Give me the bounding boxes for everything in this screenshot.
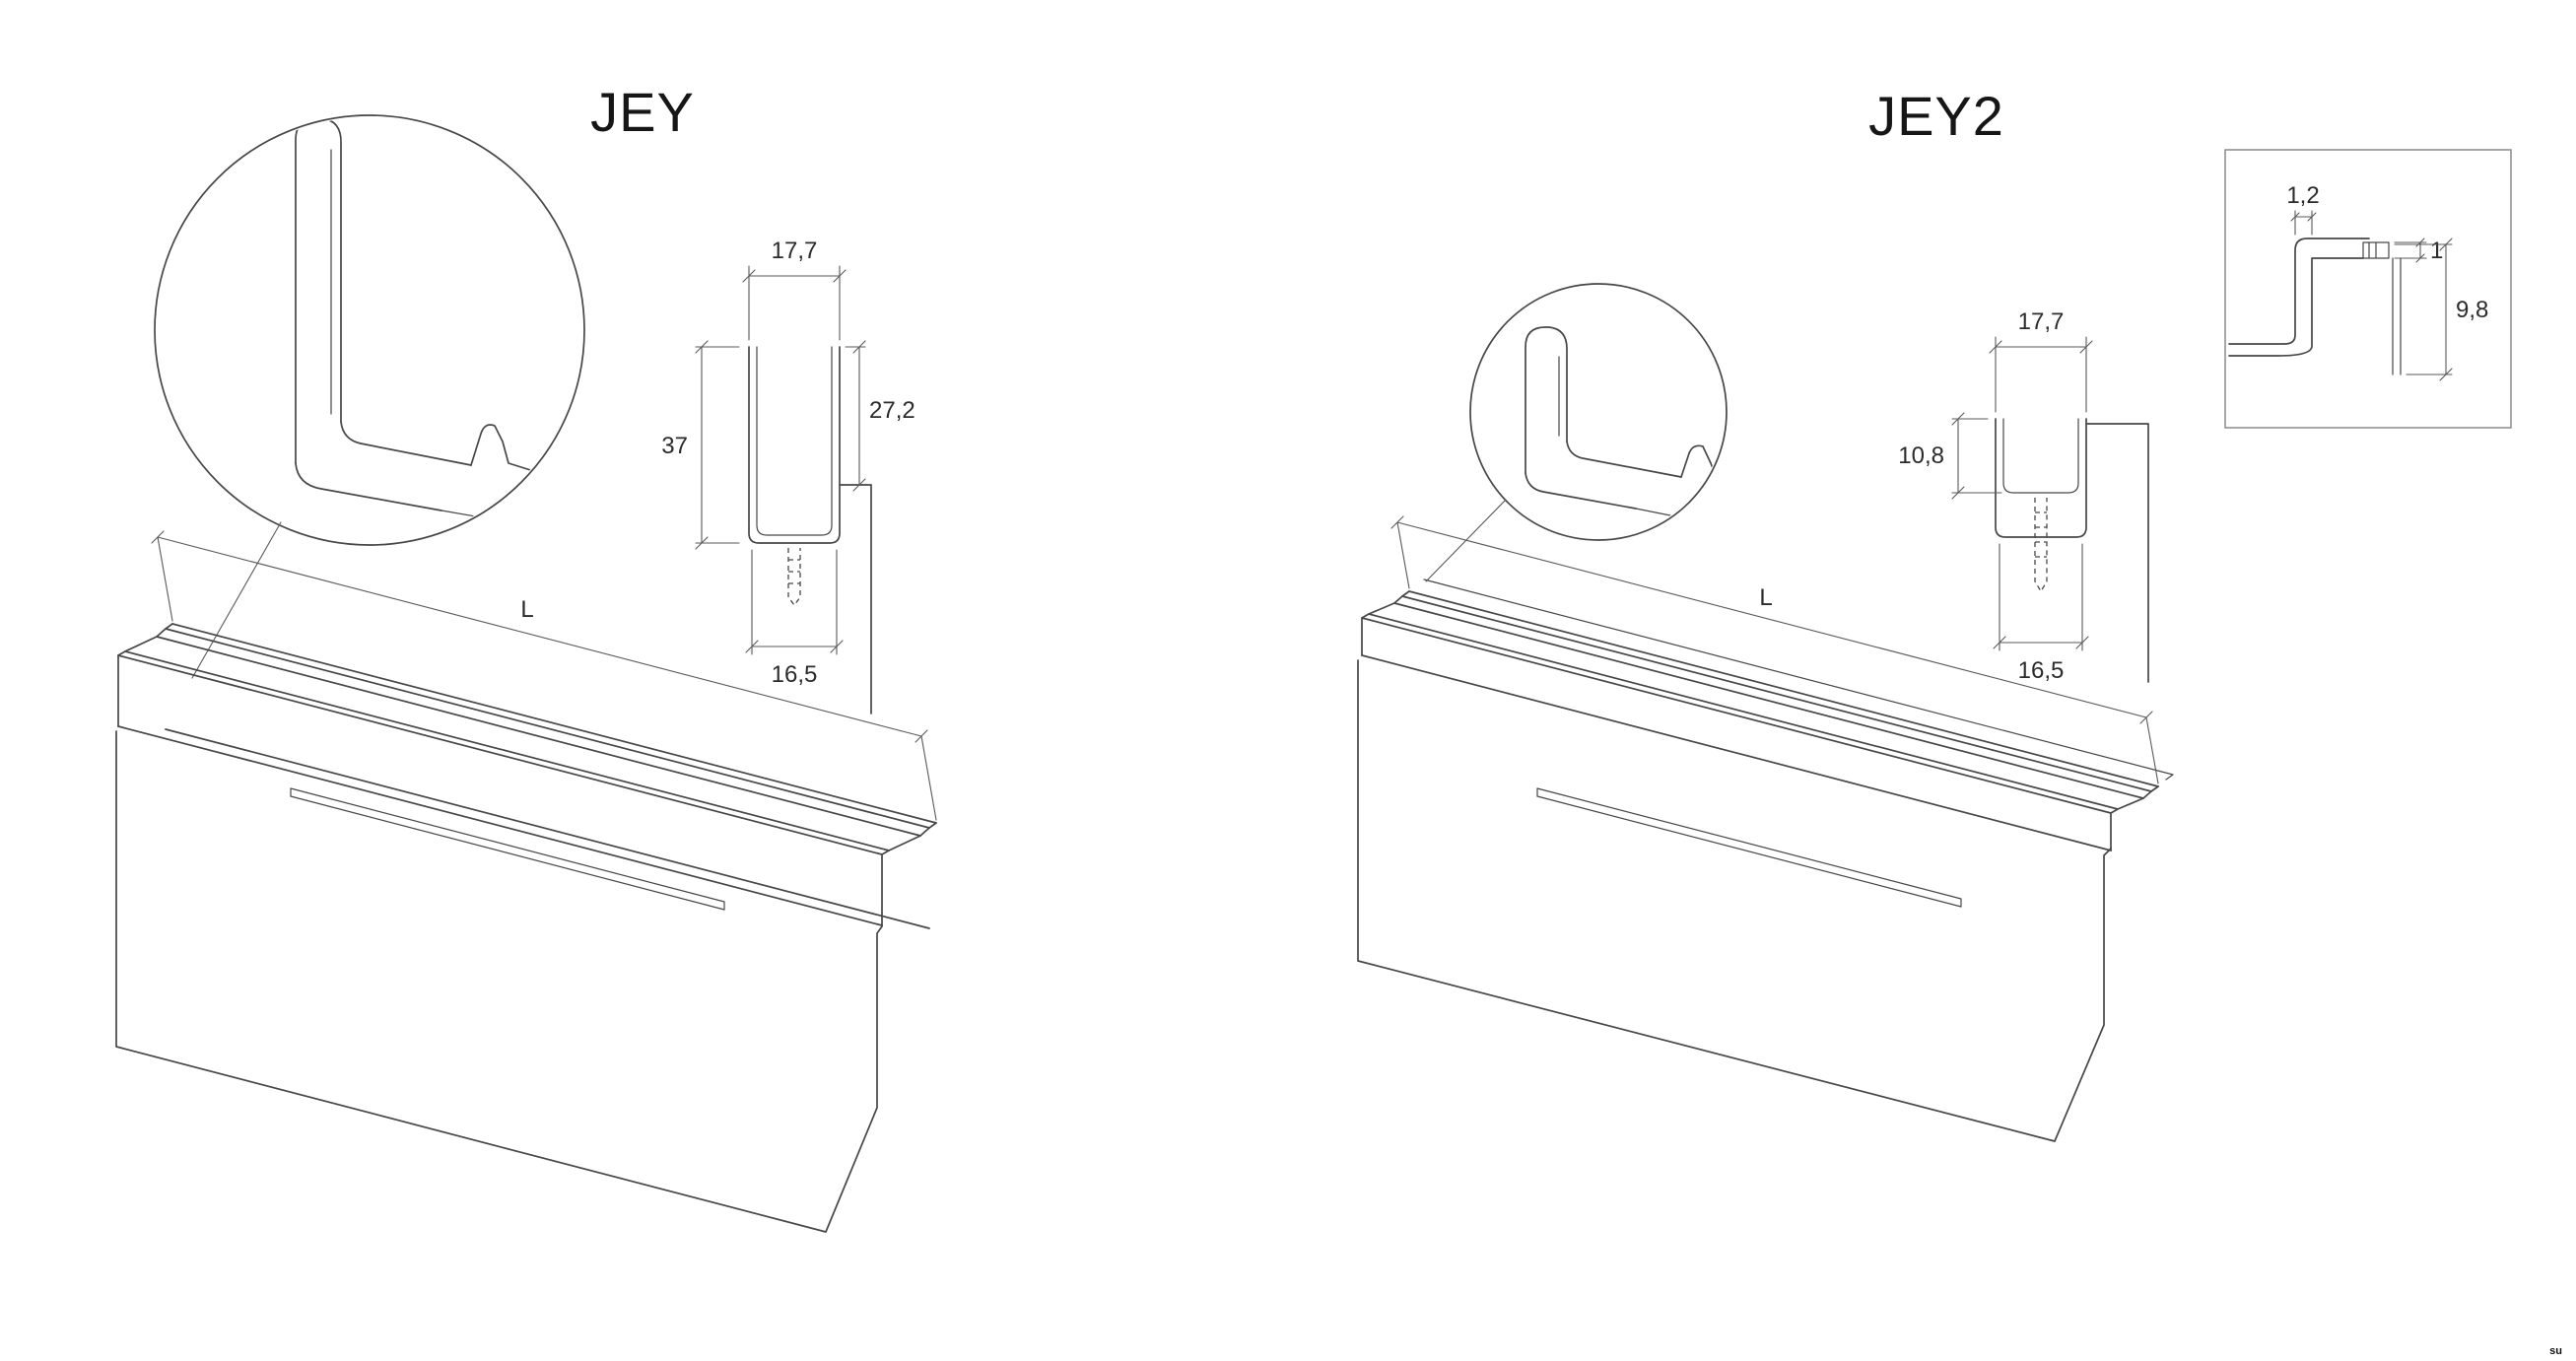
jey2-iso-door-back-edge (1423, 578, 2174, 781)
jey2-section-door-edge (2085, 423, 2149, 683)
jey-dim-bottom-width-lines (745, 549, 844, 655)
jey2-detail-channel-bottom (1566, 441, 1682, 478)
jey-dim-right-height-lines (845, 340, 866, 492)
jey2-section-profile-outline (1995, 418, 2087, 538)
jey-section-drawing: 17,7 37 27,2 16,5 (661, 238, 915, 715)
jey2-diagram: JEY2 L 17,7 (1357, 85, 2512, 1142)
jey-dim-top-width-lines (742, 265, 847, 341)
jey2-edge-detail-frame (2224, 149, 2512, 429)
jey-iso-length-dimension (151, 530, 937, 821)
jey-section-profile-outline (748, 346, 841, 544)
jey-section-screw (787, 548, 801, 607)
watermark-text: su (2549, 1345, 2562, 1357)
jey-iso-length-label: L (520, 596, 533, 623)
jey2-isometric-drawing: L (1357, 515, 2174, 1142)
jey-iso-door-groove-slot (290, 787, 725, 911)
jey-detail-hook-lower (441, 510, 578, 535)
jey2-iso-door-groove-slot (1536, 787, 1962, 908)
jey2-title: JEY2 (1868, 85, 2004, 147)
jey2-iso-length-label: L (1759, 584, 1772, 611)
jey-title: JEY (590, 81, 695, 143)
jey-detail-profile-wall (295, 117, 342, 464)
jey2-edge-detail-outer-contour (2228, 238, 2370, 345)
jey2-dim-top-width-label: 17,7 (2018, 308, 2065, 335)
jey2-detail-hook-lower (1635, 508, 1725, 533)
jey2-dim-top-width-lines (1989, 336, 2093, 413)
jey2-edge-detail-fastener-cap (2362, 241, 2390, 259)
jey2-detail-profile-wall (1525, 326, 1568, 474)
jey-dim-top-width-label: 17,7 (772, 238, 818, 264)
jey-detail-channel-bottom (340, 421, 472, 466)
jey2-detail-outer-bottom (1525, 472, 1637, 510)
jey2-detail-dim-wall-label: 1,2 (2286, 182, 2319, 209)
jey2-dim-left-height-label: 10,8 (1898, 442, 1944, 469)
jey-dim-right-height-label: 27,2 (869, 397, 915, 424)
jey2-dim-bottom-width-label: 16,5 (2018, 657, 2065, 684)
jey-section-profile-inner (756, 346, 833, 536)
jey-detail-circle (154, 114, 585, 546)
jey2-section-profile-inner (2002, 418, 2079, 494)
jey2-edge-detail-inner-contour (2228, 257, 2364, 357)
jey2-edge-detail-door-face (2392, 257, 2402, 375)
jey-detail-outer-bottom (295, 462, 442, 511)
jey-iso-profile-edges (117, 623, 937, 929)
jey2-iso-profile-end-caps (1361, 590, 2159, 851)
jey-isometric-drawing: L (115, 530, 937, 1233)
jey2-iso-door-panel (1357, 659, 2112, 1142)
jey2-iso-length-dimension (1390, 515, 2159, 784)
jey2-detail-content (1525, 326, 1725, 533)
jey-iso-door-panel (115, 730, 883, 1233)
jey-section-door-edge (839, 484, 872, 715)
jey-dim-bottom-width-label: 16,5 (772, 661, 818, 688)
jey2-iso-profile-edges (1361, 590, 2159, 851)
jey2-dim-left-height-lines (1951, 412, 2002, 500)
jey2-detail-dim-depth-label: 9,8 (2456, 297, 2488, 323)
jey2-detail-dim-wall-lines (2290, 210, 2317, 236)
jey2-dim-bottom-width-lines (1993, 543, 2089, 651)
jey2-detail-dim-lip-label: 1 (2430, 238, 2443, 264)
jey-detail-content (295, 117, 578, 535)
jey2-section-screw (2034, 498, 2048, 593)
jey-detail-hook (470, 424, 573, 484)
jey2-edge-detail-box: 1,2 1 9,8 (2224, 149, 2512, 429)
jey2-section-drawing: 17,7 10,8 16,5 (1898, 308, 2149, 684)
jey2-detail-dim-depth-lines (2394, 238, 2453, 381)
jey2-detail-circle (1469, 283, 1728, 541)
jey-iso-profile-end-caps (117, 623, 937, 926)
jey-dim-left-height-lines (695, 340, 740, 550)
jey2-detail-dim-lip-lines (2394, 238, 2427, 263)
jey-dim-left-height-label: 37 (661, 433, 688, 459)
jey-detail-leader-line (191, 521, 282, 679)
jey2-detail-hook (1680, 444, 1725, 498)
jey-diagram: JEY L 17,7 (115, 81, 937, 1233)
